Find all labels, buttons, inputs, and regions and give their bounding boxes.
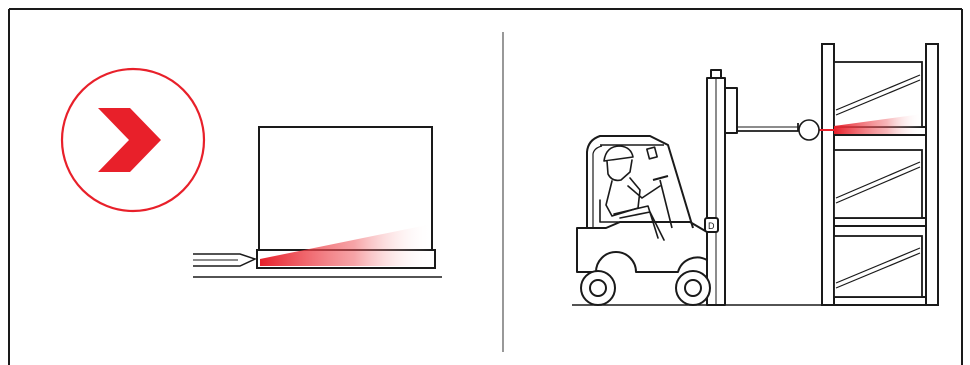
forklift-rack-scene: D xyxy=(572,43,939,306)
laser-beam xyxy=(260,224,432,266)
rack-laser-beam xyxy=(834,114,922,134)
cargo-box xyxy=(258,126,433,251)
outer-frame xyxy=(8,8,963,365)
pallet-laser-detail xyxy=(60,67,442,278)
operator-icon xyxy=(599,145,665,241)
svg-text:D: D xyxy=(708,221,715,231)
fork-tine xyxy=(193,253,258,267)
pallet-rack-icon xyxy=(821,43,939,306)
chevron-right-icon[interactable] xyxy=(60,67,206,213)
laser-sensor-icon xyxy=(798,119,820,141)
forklift-icon: D xyxy=(576,69,799,306)
